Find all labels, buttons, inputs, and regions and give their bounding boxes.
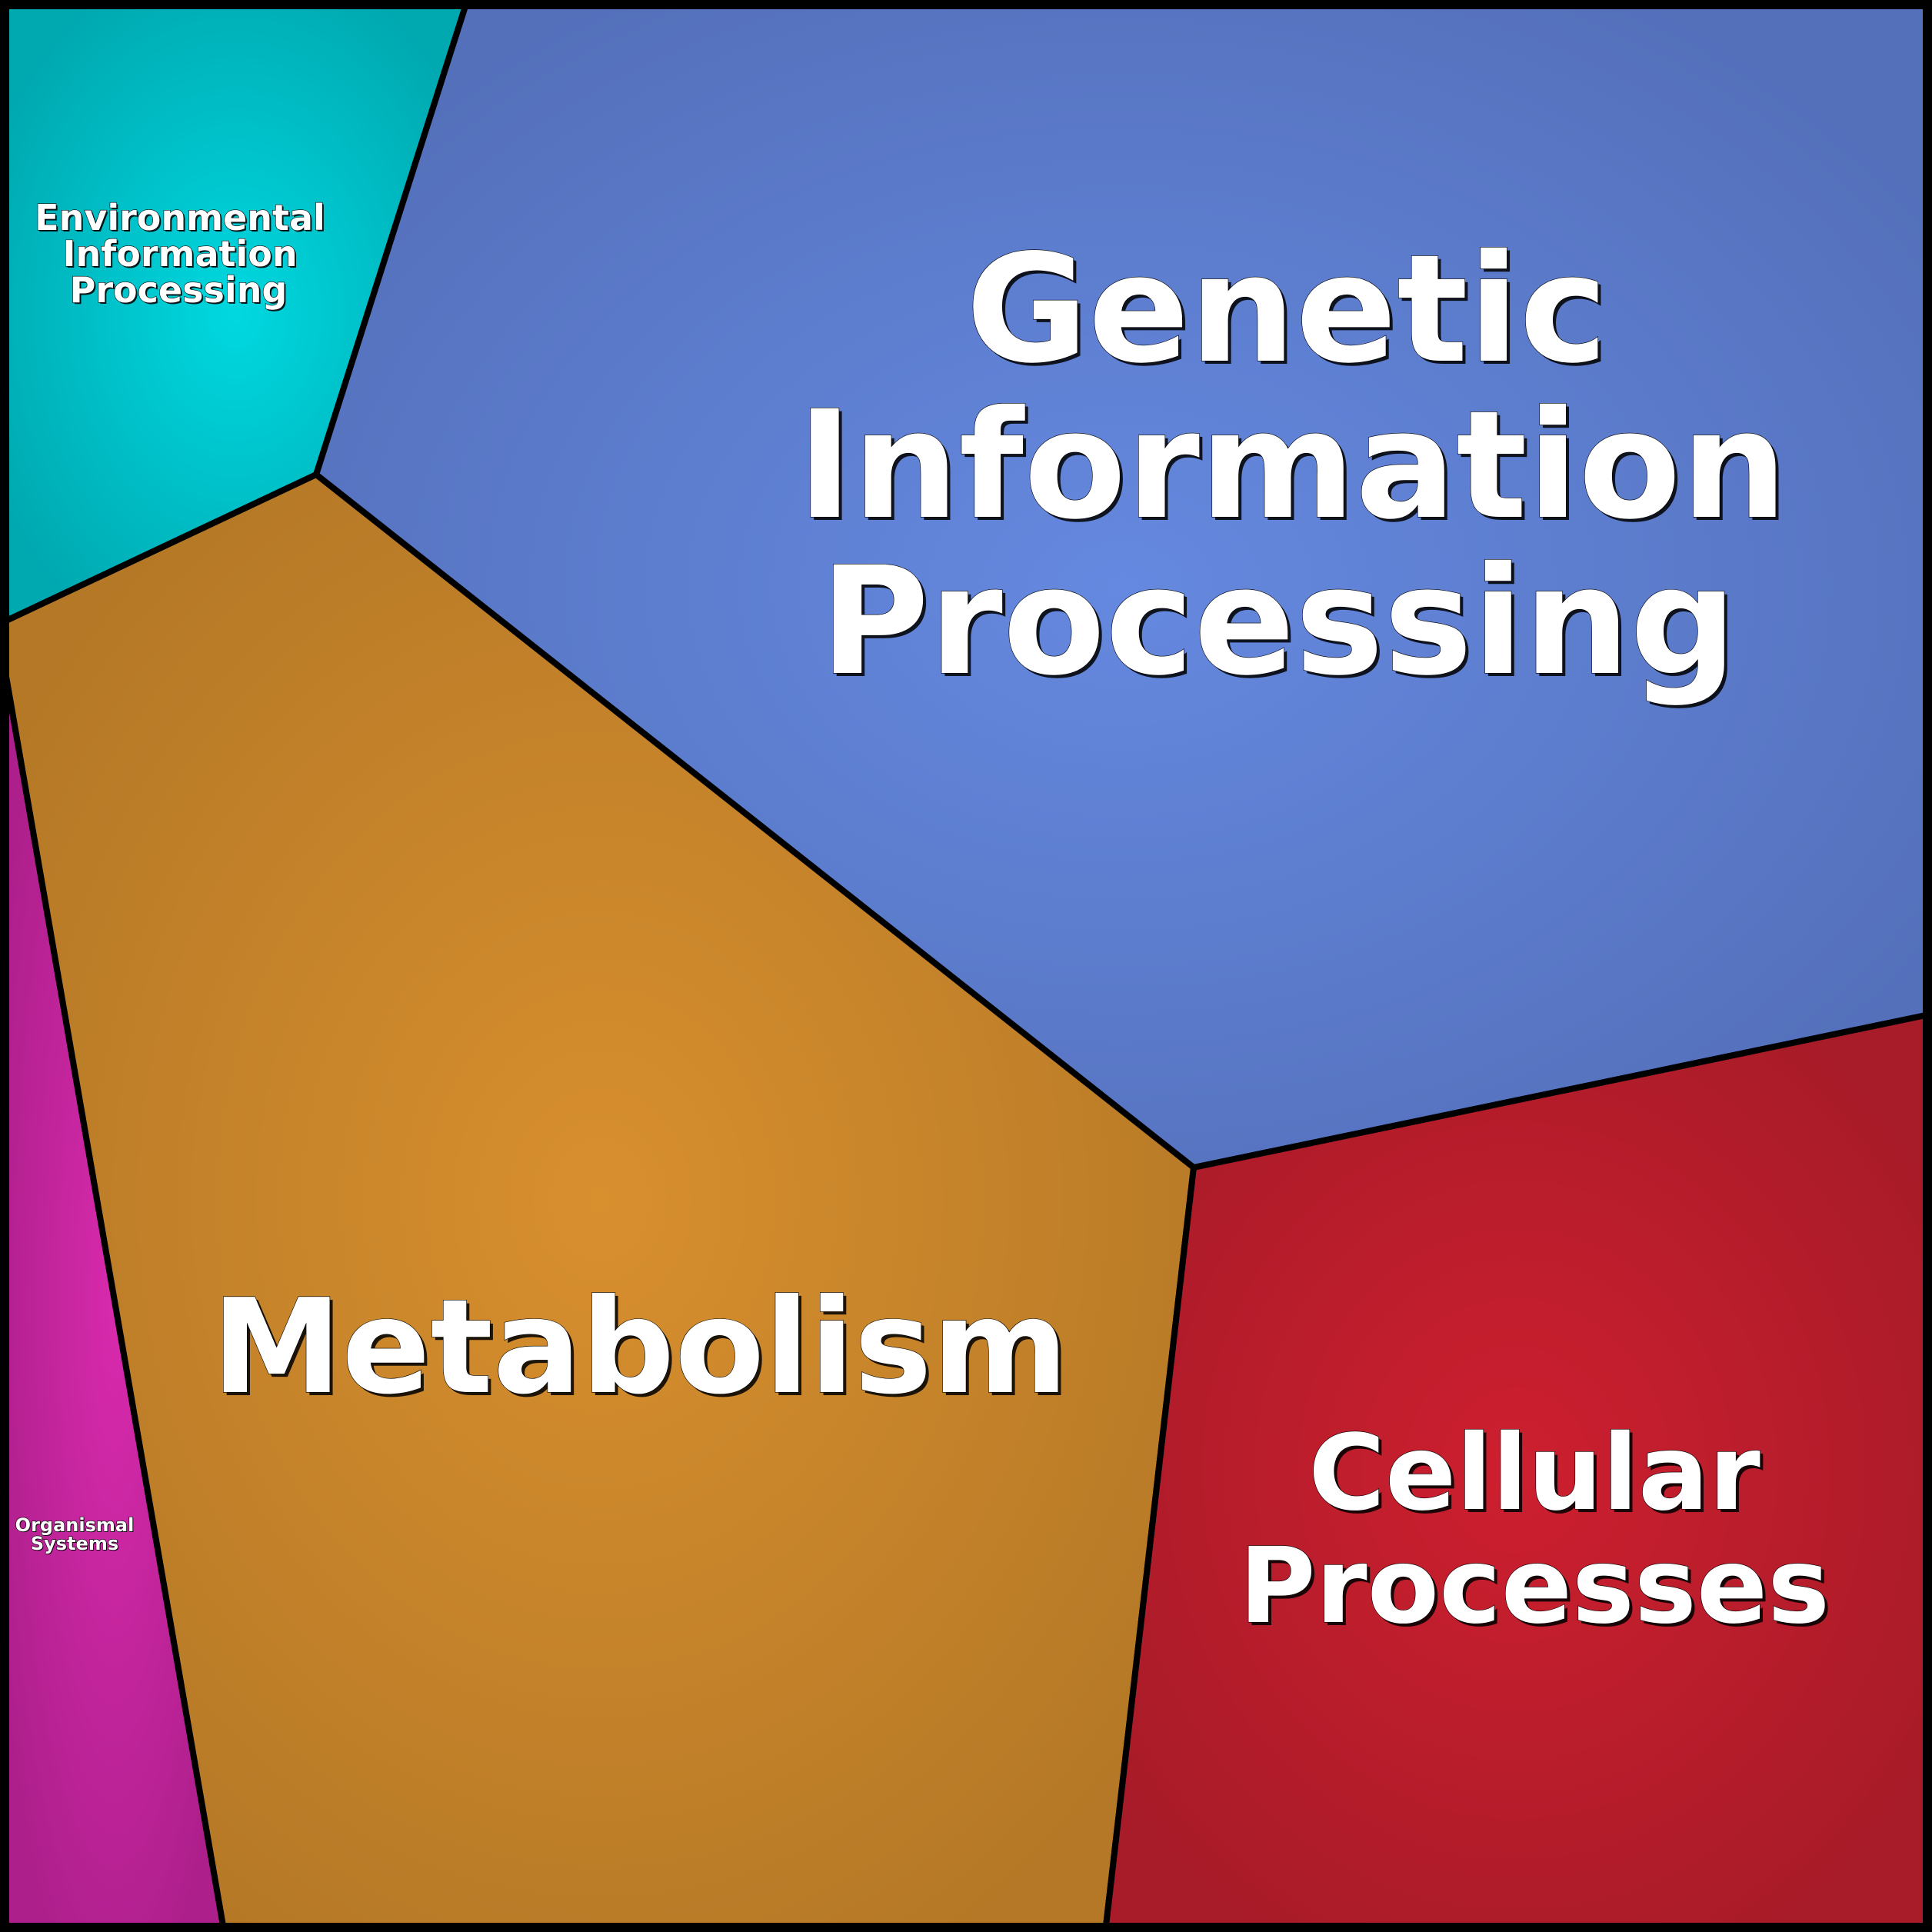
label-metabolism-shadow: Metabolism	[215, 1274, 1071, 1427]
label-environmental-line-2-shadow: Information	[64, 235, 298, 276]
label-cellular-line-2: Processes	[1239, 1526, 1830, 1647]
label-environmental-line-3: Processing	[70, 269, 288, 311]
label-genetic-line-3-shadow: Processing	[823, 538, 1740, 711]
label-metabolism: Metabolism Metabolism	[211, 1271, 1071, 1427]
label-organismal-line-1-shadow: Organismal	[16, 1515, 135, 1537]
label-cellular-line-1-shadow: Cellular	[1311, 1416, 1764, 1537]
label-genetic-line-1: Genetic	[966, 222, 1608, 396]
label-genetic-information-processing: Genetic Genetic Information Information …	[797, 222, 1790, 711]
label-organismal-line-1: Organismal	[15, 1514, 135, 1536]
label-cellular-processes: Cellular Cellular Processes Processes	[1238, 1412, 1833, 1651]
label-environmental-line-3-shadow: Processing	[72, 271, 289, 312]
label-genetic-line-3: Processing	[820, 535, 1737, 708]
label-genetic-line-2-shadow: Information	[800, 381, 1790, 555]
label-cellular-line-1: Cellular	[1308, 1413, 1760, 1534]
label-cellular-line-2-shadow: Processes	[1242, 1529, 1833, 1651]
label-environmental-information-processing: Environmental Environmental Information …	[35, 196, 327, 312]
label-genetic-line-2: Information	[797, 378, 1787, 552]
label-metabolism-text: Metabolism	[212, 1271, 1068, 1424]
label-organismal-line-2: Systems	[31, 1533, 118, 1554]
label-environmental-line-1: Environmental	[35, 197, 325, 238]
label-organismal-systems: Organismal Organismal Systems Systems	[15, 1514, 135, 1555]
label-organismal-line-2-shadow: Systems	[32, 1534, 119, 1555]
label-environmental-line-1-shadow: Environmental	[36, 198, 327, 240]
label-genetic-line-1-shadow: Genetic	[969, 225, 1611, 399]
label-environmental-line-2: Information	[62, 233, 297, 275]
